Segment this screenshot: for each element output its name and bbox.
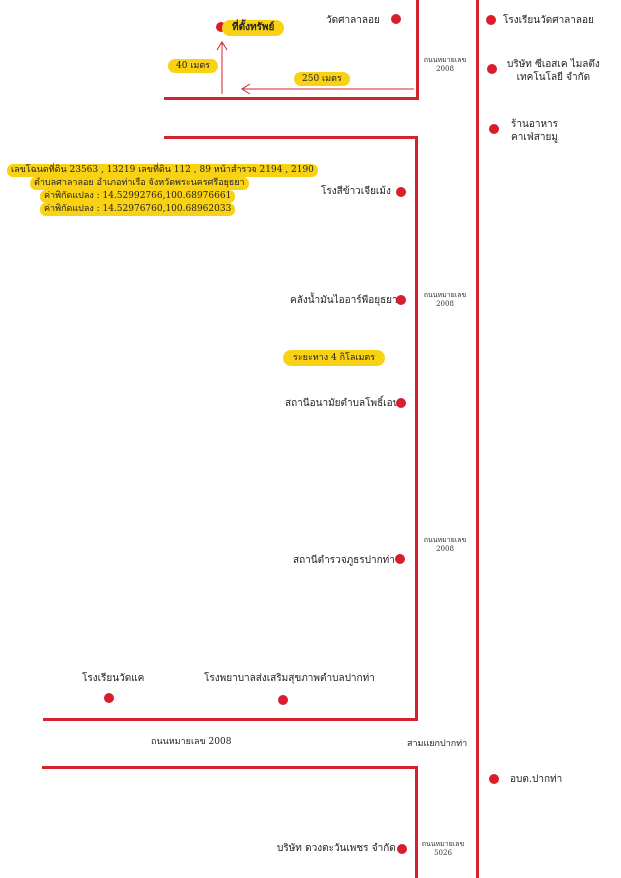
marker-company-duangtawan bbox=[397, 844, 407, 854]
road-2008-lower bbox=[42, 766, 418, 769]
info-coord-2: ค่าพิกัดแปลง : 14.52976760,100.68962033 bbox=[40, 203, 236, 216]
marker-rice-mill bbox=[396, 187, 406, 197]
road-label-2008-c: ถนนหมายเลข 2008 bbox=[423, 536, 467, 553]
info-deed: เลขโฉนดที่ดิน 23563 , 13219 เลขที่ดิน 11… bbox=[7, 164, 318, 177]
road-5026-vertical bbox=[415, 766, 418, 878]
arrow-left-icon bbox=[241, 83, 414, 95]
place-company-sales: บริษัท ซีเอสเค ไมลตึง เทคโนโลยี จำกัด bbox=[507, 59, 600, 83]
marker-school-wat-sala-loi bbox=[486, 15, 496, 25]
place-restaurant: ร้านอาหาร คาเฟ่สายมู bbox=[511, 119, 559, 143]
marker-police bbox=[395, 554, 405, 564]
road-top-horizontal bbox=[164, 97, 419, 100]
road-label-5026: ถนนหมายเลข 5026 bbox=[421, 840, 465, 857]
marker-health-station bbox=[396, 398, 406, 408]
marker-school-wat-khae bbox=[104, 693, 114, 703]
marker-hospital bbox=[278, 695, 288, 705]
road-label-2008-horizontal: ถนนหมายเลข 2008 bbox=[151, 737, 232, 747]
place-rice-mill: โรงสีข้าวเจียเม้ง bbox=[321, 186, 391, 197]
property-marker bbox=[216, 22, 226, 32]
marker-company-sales bbox=[487, 64, 497, 74]
road-label-2008-b: ถนนหมายเลข 2008 bbox=[423, 291, 467, 308]
road-mid-horizontal bbox=[164, 136, 418, 139]
place-sao-pak-tha: อบต.ปากท่า bbox=[510, 774, 563, 785]
junction-label: สามแยกปากท่า bbox=[407, 739, 468, 749]
place-oil-depot: คลังน้ำมันไออาร์พีอยุธยา bbox=[290, 295, 398, 306]
place-hospital: โรงพยาบาลส่งเสริมสุขภาพตำบลปากท่า bbox=[204, 673, 375, 684]
distance-horizontal: 250 เมตร bbox=[294, 72, 350, 86]
road-label-2008-a: ถนนหมายเลข 2008 bbox=[423, 56, 467, 73]
road-main-vertical bbox=[476, 0, 479, 878]
place-school-wat-khae: โรงเรียนวัดแค bbox=[82, 673, 145, 684]
road-top-vertical bbox=[416, 0, 419, 100]
info-coord-1: ค่าพิกัดแปลง : 14.52992766,100.68976661 bbox=[40, 190, 236, 203]
marker-sao-pak-tha bbox=[489, 774, 499, 784]
place-health-station: สถานีอนามัยตำบลโพธิ์เอน bbox=[285, 398, 400, 409]
marker-restaurant bbox=[489, 124, 499, 134]
distance-total: ระยะทาง 4 กิโลเมตร bbox=[283, 350, 386, 366]
info-location: ตำบลศาลาลอย อำเภอท่าเรือ จังหวัดพระนครศร… bbox=[30, 177, 249, 190]
marker-wat-sala-loi bbox=[391, 14, 401, 24]
place-wat-sala-loi: วัดศาลาลอย bbox=[326, 15, 380, 26]
place-company-duangtawan: บริษัท ดวงตะวันเพชร จำกัด bbox=[277, 843, 396, 854]
road-2008-upper bbox=[43, 718, 418, 721]
marker-oil-depot bbox=[396, 295, 406, 305]
property-label: ที่ตั้งทรัพย์ bbox=[222, 20, 285, 36]
place-school-wat-sala-loi: โรงเรียนวัดศาลาลอย bbox=[503, 15, 594, 26]
arrow-up-icon bbox=[216, 41, 228, 94]
place-police: สถานีตำรวจภูธรปากท่า bbox=[293, 555, 395, 566]
distance-vertical: 40 เมตร bbox=[168, 59, 219, 73]
road-mid-vertical bbox=[415, 136, 418, 721]
